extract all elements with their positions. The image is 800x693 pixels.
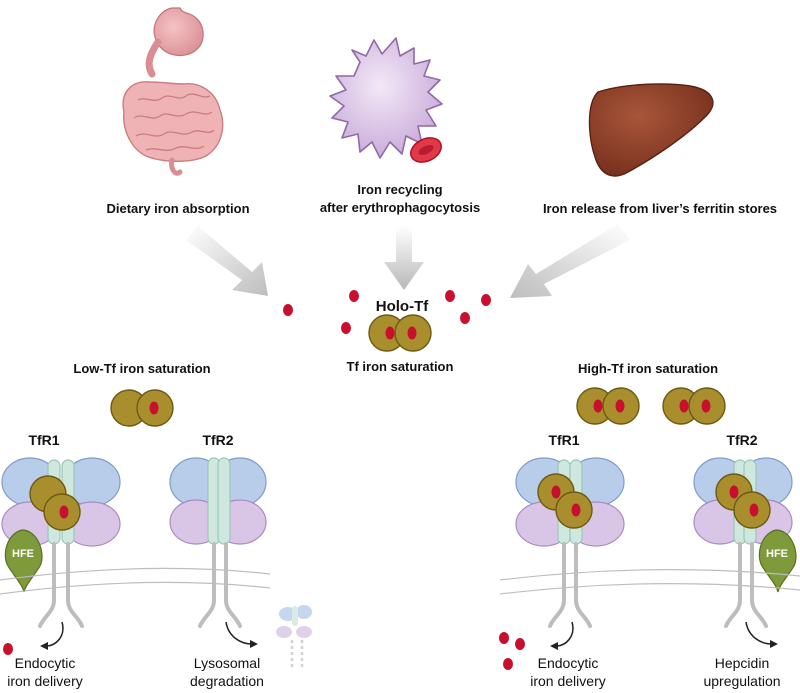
right-membrane-top bbox=[499, 569, 800, 581]
right-tfr1-receptor bbox=[515, 457, 625, 628]
holo-tf-molecule bbox=[368, 314, 432, 352]
low-sat-transferrin bbox=[110, 389, 174, 427]
right-outcome2-line2: upregulation bbox=[703, 673, 780, 689]
left-outcome-arrowhead-2 bbox=[250, 640, 258, 648]
right-outcome-arrowhead-2 bbox=[770, 640, 778, 648]
tf-saturation-label: Tf iron saturation bbox=[347, 359, 454, 374]
diet-source-label: Dietary iron absorption bbox=[106, 201, 249, 216]
right-outcome-arrowhead-1 bbox=[550, 642, 558, 650]
left-membrane-bottom bbox=[0, 581, 271, 595]
right-outcome-arrow-1 bbox=[555, 621, 574, 647]
left-membrane-top bbox=[0, 567, 271, 581]
right-tfr1-label: TfR1 bbox=[548, 432, 579, 448]
left-outcome-arrow-1 bbox=[45, 621, 64, 647]
low-saturation-title: Low-Tf iron saturation bbox=[73, 361, 210, 376]
holo-tf-label: Holo-Tf bbox=[376, 298, 429, 315]
left-hfe-protein: HFE bbox=[4, 529, 43, 593]
high-saturation-title: High-Tf iron saturation bbox=[578, 361, 718, 376]
right-outcome-iron-dots bbox=[499, 632, 525, 670]
recycle-source-label-2: after erythrophagocytosis bbox=[320, 200, 480, 215]
left-outcome1-line2: iron delivery bbox=[7, 673, 82, 689]
left-outcome-arrowhead-1 bbox=[40, 642, 48, 650]
right-hfe-protein: HFE bbox=[758, 529, 797, 593]
high-sat-transferrin-2 bbox=[662, 387, 726, 425]
free-iron-dots bbox=[283, 290, 491, 334]
left-hfe-label: HFE bbox=[12, 548, 34, 560]
left-outcome-iron-dot bbox=[3, 643, 13, 655]
digestive-tract-illustration bbox=[122, 7, 224, 176]
recycle-source-label-1: Iron recycling bbox=[357, 182, 442, 197]
liver-illustration bbox=[588, 83, 714, 177]
right-tfr2-label: TfR2 bbox=[726, 432, 757, 448]
left-tfr2-receptor bbox=[169, 457, 267, 628]
right-outcome1-line1: Endocytic bbox=[538, 655, 599, 671]
right-outcome2-line1: Hepcidin bbox=[715, 655, 769, 671]
right-outcome-arrow-2 bbox=[745, 621, 773, 645]
liver-source-label: Iron release from liver’s ferritin store… bbox=[543, 201, 777, 216]
lysosomal-fragments bbox=[276, 605, 312, 668]
right-tfr2-receptor bbox=[693, 457, 793, 628]
right-membrane-bottom bbox=[499, 583, 800, 595]
left-outcome2-line2: degradation bbox=[190, 673, 264, 689]
left-tfr2-label: TfR2 bbox=[202, 432, 233, 448]
left-tfr1-label: TfR1 bbox=[28, 432, 59, 448]
left-outcome1-line1: Endocytic bbox=[15, 655, 76, 671]
right-outcome1-line2: iron delivery bbox=[530, 673, 605, 689]
right-hfe-label: HFE bbox=[766, 548, 788, 560]
left-outcome2-line1: Lysosomal bbox=[194, 655, 260, 671]
source-arrows bbox=[186, 224, 630, 298]
left-outcome-arrow-2 bbox=[225, 621, 253, 645]
high-sat-transferrin-1 bbox=[576, 387, 640, 425]
macrophage-illustration bbox=[329, 37, 443, 163]
